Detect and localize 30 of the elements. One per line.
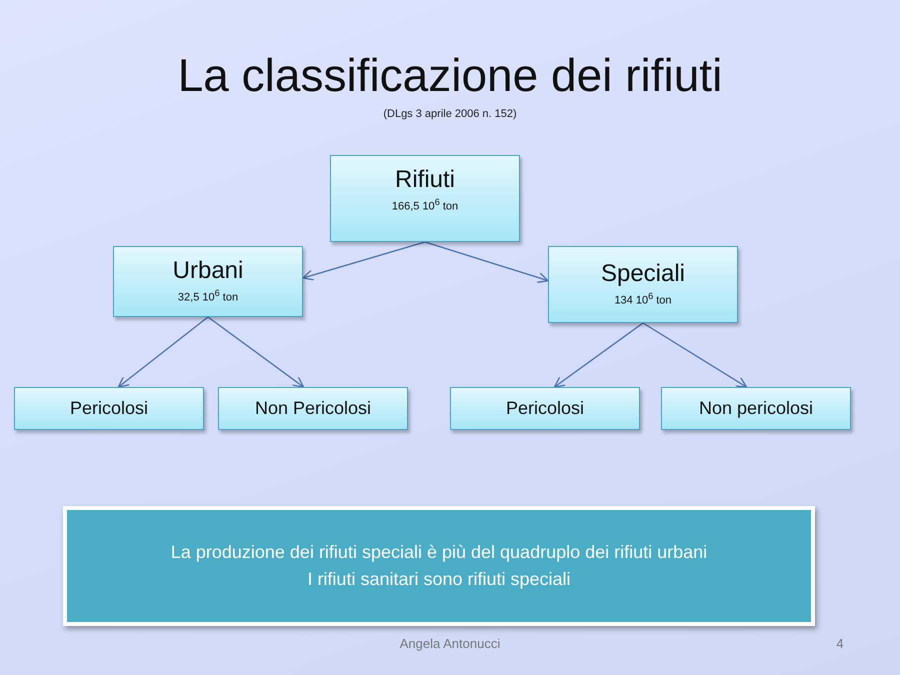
page-number: 4	[835, 636, 845, 651]
category-box	[450, 387, 640, 430]
category-box	[330, 155, 520, 242]
category-label: Non Pericolosi	[254, 398, 372, 419]
quantity-text: 134 10$^{6}$ ton	[614, 290, 672, 309]
note-text: I rifiuti sanitari sono rifiuti speciali	[307, 568, 571, 591]
slide-title: La classificazione dei rifiuti	[176, 48, 724, 102]
category-label: Pericolosi	[506, 398, 584, 419]
quantity-text: 32,5 10$^{6}$ ton	[178, 287, 238, 306]
category-label: Pericolosi	[70, 398, 148, 419]
arrow	[642, 322, 748, 388]
quantity-text: 166,5 10$^{6}$ ton	[392, 196, 458, 215]
footer-text: Angela Antonucci	[398, 636, 502, 651]
subtitle: (DLgs 3 aprile 2006 n. 152)	[382, 108, 518, 120]
category-box	[113, 246, 303, 317]
category-label: Rifiuti	[394, 166, 455, 194]
arrow	[554, 322, 644, 388]
arrow	[118, 316, 208, 388]
category-box	[218, 387, 408, 430]
category-label: Non pericolosi	[698, 398, 814, 419]
arrow	[208, 316, 304, 388]
arrow	[302, 241, 426, 281]
category-label: Speciali	[600, 260, 686, 288]
category-box	[548, 246, 738, 323]
note-box	[63, 506, 815, 626]
note-text: La produzione dei rifiuti speciali è più del quadruplo dei rifiuti urbani	[170, 541, 708, 564]
arrow	[424, 241, 549, 284]
category-box	[14, 387, 204, 430]
category-box	[661, 387, 851, 430]
category-label: Urbani	[172, 257, 244, 286]
